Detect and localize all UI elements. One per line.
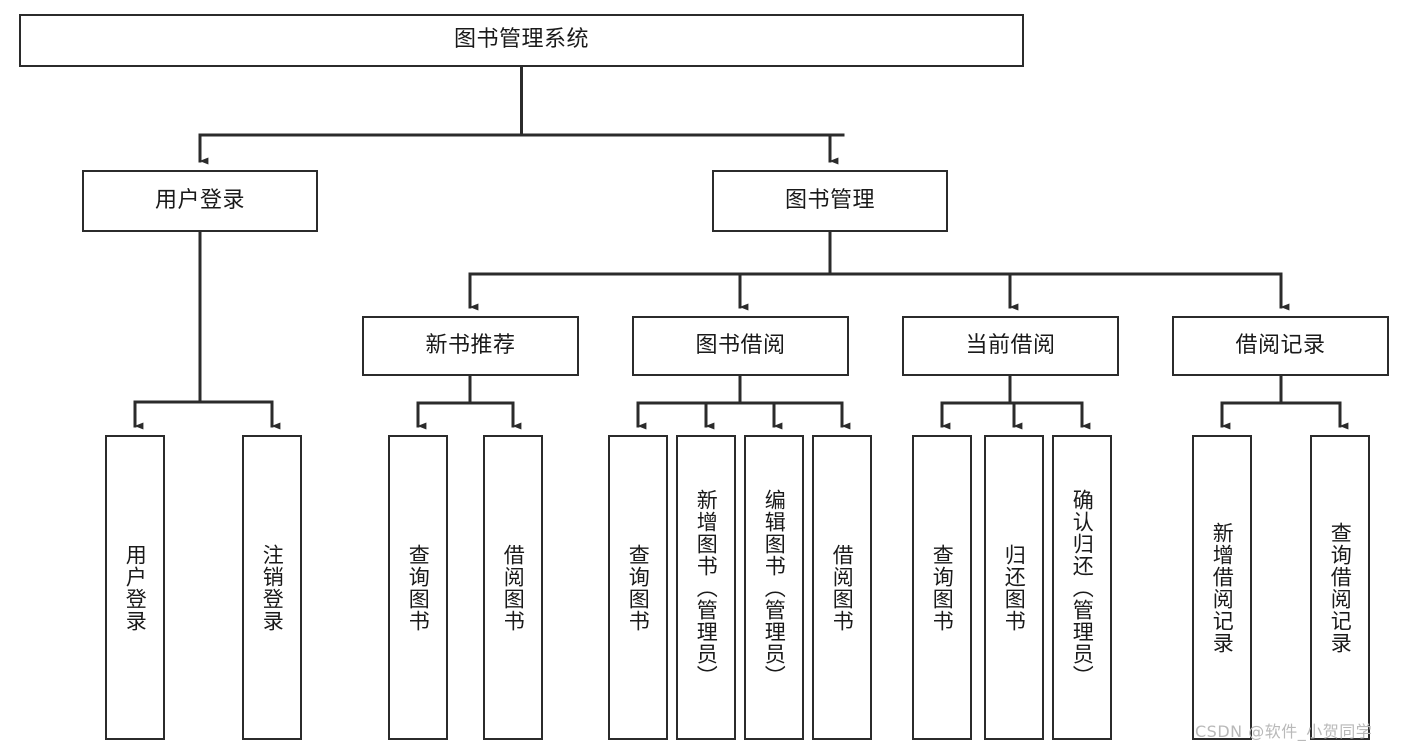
- leaf-add-book-admin[interactable]: 新增图书（管理员）: [676, 435, 736, 740]
- leaf-query-book-current-label: 查询图书: [930, 543, 955, 632]
- leaf-add-borrow-record-label: 新增借阅记录: [1210, 521, 1235, 654]
- leaf-user-logout-label: 注销登录: [260, 543, 285, 632]
- leaf-borrow-book-recommend-label: 借阅图书: [501, 543, 526, 632]
- leaf-return-book-label: 归还图书: [1002, 543, 1027, 632]
- edge-group-userlogin-to-leaves: [133, 230, 281, 430]
- node-new-book-recommend[interactable]: 新书推荐: [362, 316, 579, 376]
- leaf-borrow-book[interactable]: 借阅图书: [812, 435, 872, 740]
- node-borrow-records-label: 借阅记录: [1235, 332, 1326, 358]
- edge-group-root-to-level2: [198, 65, 845, 165]
- node-current-borrow[interactable]: 当前借阅: [902, 316, 1119, 376]
- leaf-edit-book-admin-label: 编辑图书（管理员）: [762, 488, 787, 687]
- leaf-borrow-book-recommend[interactable]: 借阅图书: [483, 435, 543, 740]
- node-borrow-records[interactable]: 借阅记录: [1172, 316, 1389, 376]
- leaf-borrow-book-label: 借阅图书: [830, 543, 855, 632]
- node-current-borrow-label: 当前借阅: [965, 332, 1056, 358]
- node-book-management[interactable]: 图书管理: [712, 170, 948, 232]
- leaf-query-borrow-record-label: 查询借阅记录: [1328, 521, 1353, 654]
- leaf-confirm-return-admin-label: 确认归还（管理员）: [1070, 488, 1095, 687]
- leaf-query-book-recommend[interactable]: 查询图书: [388, 435, 448, 740]
- edge-group-borrow-to-leaves: [636, 374, 851, 430]
- leaf-return-book[interactable]: 归还图书: [984, 435, 1044, 740]
- leaf-confirm-return-admin[interactable]: 确认归还（管理员）: [1052, 435, 1112, 740]
- leaf-user-logout[interactable]: 注销登录: [242, 435, 302, 740]
- leaf-add-borrow-record[interactable]: 新增借阅记录: [1192, 435, 1252, 740]
- node-book-borrow[interactable]: 图书借阅: [632, 316, 849, 376]
- node-root-label: 图书管理系统: [453, 27, 589, 53]
- edge-group-newbook-to-leaves: [416, 374, 522, 430]
- node-new-book-recommend-label: 新书推荐: [425, 332, 516, 358]
- edge-group-records-to-leaves: [1220, 374, 1349, 430]
- leaf-user-login[interactable]: 用户登录: [105, 435, 165, 740]
- leaf-query-borrow-record[interactable]: 查询借阅记录: [1310, 435, 1370, 740]
- leaf-query-book-recommend-label: 查询图书: [406, 543, 431, 632]
- leaf-query-book-borrow-label: 查询图书: [626, 543, 651, 632]
- edge-group-current-to-leaves: [940, 374, 1091, 430]
- node-root-system[interactable]: 图书管理系统: [19, 14, 1024, 67]
- leaf-add-book-admin-label: 新增图书（管理员）: [694, 488, 719, 687]
- leaf-user-login-label: 用户登录: [123, 543, 148, 632]
- node-user-login-label: 用户登录: [154, 187, 245, 213]
- leaf-edit-book-admin[interactable]: 编辑图书（管理员）: [744, 435, 804, 740]
- node-book-management-label: 图书管理: [784, 187, 875, 213]
- node-book-borrow-label: 图书借阅: [695, 332, 786, 358]
- edge-group-bookmgmt-to-level3: [468, 230, 1290, 311]
- leaf-query-book-current[interactable]: 查询图书: [912, 435, 972, 740]
- leaf-query-book-borrow[interactable]: 查询图书: [608, 435, 668, 740]
- node-user-login[interactable]: 用户登录: [82, 170, 318, 232]
